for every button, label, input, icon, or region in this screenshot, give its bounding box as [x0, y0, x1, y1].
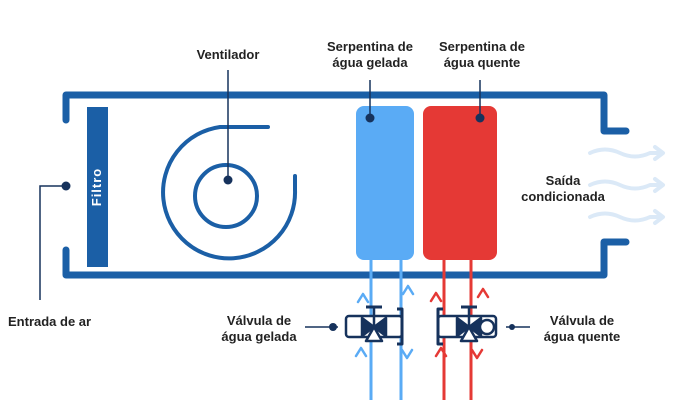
- chilled-valve-label-line2: água gelada: [221, 329, 297, 344]
- fan-impeller: [193, 163, 259, 229]
- hot-coil-label-line2: água quente: [443, 55, 521, 70]
- air-inlet-label: Entrada de ar: [8, 314, 91, 330]
- outlet-air-arrow: [588, 209, 665, 225]
- chilled-flow-arrow: [401, 284, 415, 296]
- hot-coil-label: Serpentina de água quente: [428, 39, 536, 71]
- hot-flow-arrow: [476, 287, 490, 299]
- chilled-valve-label-line1: Válvula de: [226, 313, 292, 328]
- chilled-coil-label-line1: Serpentina de: [327, 39, 413, 54]
- chilled-valve-triangle-right: [372, 316, 388, 338]
- fan-leader-dot: [223, 175, 233, 185]
- duct-housing: [62, 91, 630, 279]
- chilled-flow-arrow: [356, 292, 370, 304]
- hot-valve-actuator: [436, 307, 443, 346]
- chilled-valve-leader-dot: [329, 323, 337, 331]
- chilled-water-coil: [356, 106, 414, 260]
- chilled-coil-label: Serpentina de água gelada: [316, 39, 424, 71]
- outlet-air-arrows: [588, 145, 665, 225]
- hot-valve-label: Válvula de água quente: [532, 313, 632, 345]
- hot-coil-label-line1: Serpentina de: [439, 39, 525, 54]
- outlet-air-arrow: [588, 177, 665, 193]
- air-inlet-leader-dot: [61, 181, 71, 191]
- hot-flow-arrow: [434, 346, 448, 358]
- fan-label: Ventilador: [190, 47, 266, 63]
- fan-scroll-housing: [161, 125, 298, 261]
- outlet-air-arrow: [588, 145, 665, 161]
- air-inlet-label-text: Entrada de ar: [8, 314, 92, 329]
- hot-flow-arrows: [429, 287, 490, 360]
- chilled-valve-triangle-down: [364, 325, 384, 343]
- chilled-water-valve: [344, 305, 404, 346]
- hot-valve-knob: [478, 318, 496, 336]
- chilled-valve-triangle-left: [360, 316, 376, 338]
- chilled-flow-arrow: [400, 348, 414, 360]
- air-inlet-leader-line: [39, 185, 66, 300]
- chilled-flow-arrows: [354, 284, 415, 360]
- chilled-valve-actuator: [397, 307, 404, 346]
- chilled-coil-leader-dot: [365, 113, 375, 123]
- chilled-coil-label-line2: água gelada: [332, 55, 408, 70]
- fan-blower: [161, 125, 298, 261]
- leader-dots: [61, 113, 515, 331]
- filter-label: Filtro: [89, 168, 104, 207]
- chilled-flow-arrow: [354, 346, 368, 358]
- hot-coil-leader-dot: [475, 113, 485, 123]
- duct-top-wall: [62, 91, 630, 135]
- hot-valve-triangle-down: [459, 325, 479, 343]
- chilled-valve-label: Válvula de água gelada: [212, 313, 306, 345]
- hot-water-valve: [436, 305, 498, 346]
- outlet-label: Saída condicionada: [508, 173, 618, 205]
- hot-valve-leader-dot: [509, 324, 515, 330]
- outlet-label-line2: condicionada: [521, 189, 605, 204]
- hot-valve-triangle-left: [455, 316, 471, 338]
- outlet-label-line1: Saída: [545, 173, 581, 188]
- duct-bottom-wall: [62, 238, 630, 279]
- hot-valve-label-line2: água quente: [543, 329, 621, 344]
- fan-label-text: Ventilador: [196, 47, 260, 62]
- hot-valve-label-line1: Válvula de: [549, 313, 615, 328]
- hot-flow-arrow: [429, 291, 443, 303]
- filter-panel: [87, 107, 108, 267]
- hot-water-coil: [423, 106, 497, 260]
- hot-flow-arrow: [470, 348, 484, 360]
